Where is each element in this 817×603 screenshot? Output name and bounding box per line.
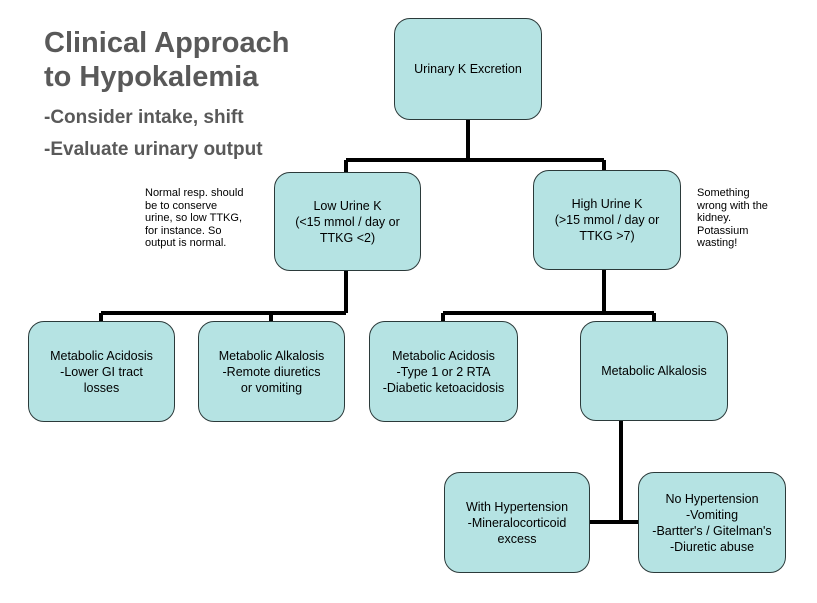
annotation-line: be to conserve <box>145 199 218 212</box>
node-no-hypertension: No Hypertension -Vomiting -Bartter's / G… <box>638 472 786 573</box>
node-label: -Bartter's / Gitelman's <box>652 523 772 538</box>
annotation-line: wrong with the <box>697 199 768 212</box>
node-high-metabolic-acidosis: Metabolic Acidosis -Type 1 or 2 RTA -Dia… <box>369 321 518 422</box>
node-label: excess <box>497 531 537 546</box>
node-label: -Mineralocorticoid <box>467 515 567 530</box>
annotation-line: output is normal. <box>145 237 227 249</box>
node-low-metabolic-alkalosis: Metabolic Alkalosis -Remote diuretics or… <box>198 321 345 422</box>
node-label: losses <box>83 380 120 395</box>
node-label: No Hypertension <box>665 491 759 506</box>
node-label: Metabolic Acidosis <box>392 348 495 363</box>
annotation-line: kidney. <box>697 212 732 224</box>
subtitle-consider-intake: -Consider intake, shift <box>44 107 244 128</box>
node-label: Metabolic Acidosis <box>50 348 153 363</box>
node-low-urine-k: Low Urine K (<15 mmol / day or TTKG <2) <box>274 172 421 271</box>
node-urinary-k-excretion: Urinary K Excretion <box>394 18 542 120</box>
annotation-line: wasting! <box>697 237 738 249</box>
node-high-metabolic-alkalosis: Metabolic Alkalosis <box>580 321 728 421</box>
page-title: Clinical Approach to Hypokalemia <box>44 26 289 94</box>
node-label: High Urine K <box>571 197 643 211</box>
node-low-metabolic-acidosis: Metabolic Acidosis -Lower GI tract losse… <box>28 321 175 422</box>
node-label: or vomiting <box>240 380 303 395</box>
node-label: (<15 mmol / day or <box>295 214 400 229</box>
node-high-urine-k: High Urine K (>15 mmol / day or TTKG >7) <box>533 170 681 270</box>
node-label: Low Urine K <box>313 198 382 213</box>
node-label: -Diabetic ketoacidosis <box>382 380 505 395</box>
node-label: With Hypertension <box>465 499 569 514</box>
node-label: Urinary K Excretion <box>414 62 522 76</box>
subtitle-evaluate-output: -Evaluate urinary output <box>44 139 263 160</box>
annotation-line: for instance. So <box>145 224 222 237</box>
page-title-line-1: Clinical Approach <box>44 27 290 59</box>
node-label: (>15 mmol / day or <box>554 213 660 227</box>
node-label: -Vomiting <box>685 507 739 522</box>
node-label: TTKG <2) <box>319 230 376 245</box>
node-label: -Lower GI tract <box>60 364 143 379</box>
node-with-hypertension: With Hypertension -Mineralocorticoid exc… <box>444 472 590 573</box>
annotation-low-urine-k: Normal resp. should be to conserve urine… <box>145 187 243 250</box>
annotation-line: Something <box>697 187 750 199</box>
node-label: -Diuretic abuse <box>669 539 755 554</box>
node-label: TTKG >7) <box>579 229 635 243</box>
node-label: Metabolic Alkalosis <box>218 348 325 363</box>
page-title-line-2: to Hypokalemia <box>44 61 259 93</box>
node-label: Metabolic Alkalosis <box>601 364 707 378</box>
annotation-line: urine, so low TTKG, <box>145 212 242 224</box>
node-label: -Remote diuretics <box>222 364 321 379</box>
node-label: -Type 1 or 2 RTA <box>396 364 491 379</box>
annotation-high-urine-k: Something wrong with the kidney. Potassi… <box>697 187 768 250</box>
annotation-line: Normal resp. should <box>145 187 244 199</box>
annotation-line: Potassium <box>697 224 749 237</box>
